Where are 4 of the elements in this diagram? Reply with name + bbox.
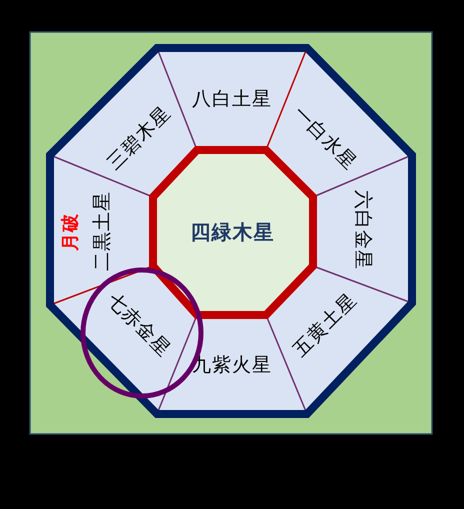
sector-label: 六白金星: [350, 190, 376, 270]
sector-label: 二黒土星: [88, 190, 114, 271]
side-label: 月破: [59, 213, 81, 251]
sector-label: 八白土星: [192, 86, 272, 112]
